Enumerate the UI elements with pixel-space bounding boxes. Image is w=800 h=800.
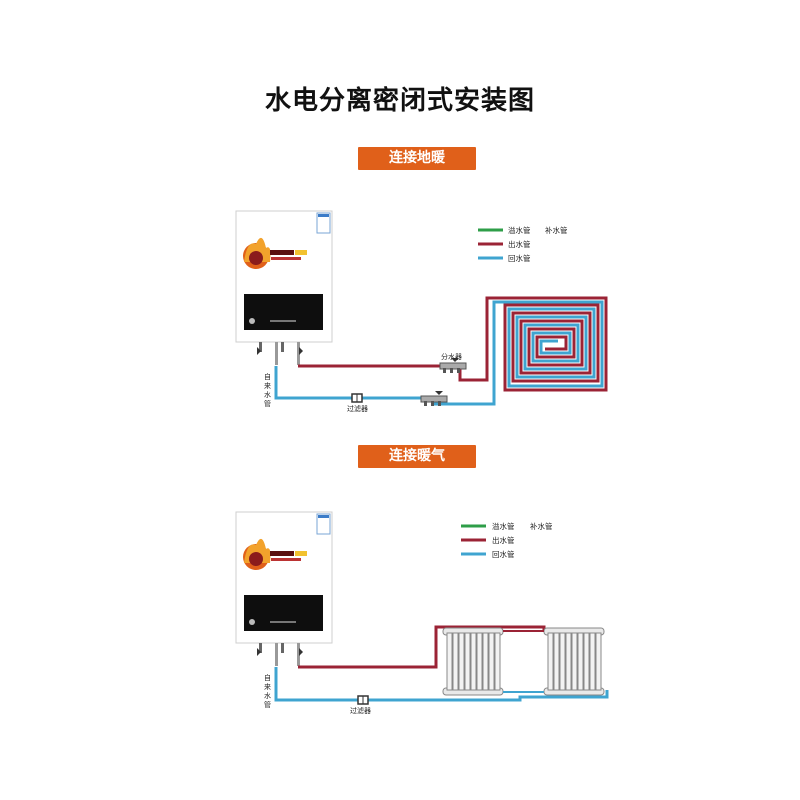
return-pipe-2 bbox=[274, 667, 609, 702]
radiator-diagram: 过滤器 自 来 水 管 溢水管 补水管 出水管 回水管 bbox=[235, 511, 609, 715]
section-label-radiator: 连接暖气 bbox=[358, 445, 476, 468]
legend-overflow: 溢水管 bbox=[508, 225, 531, 235]
filter-label: 过滤器 bbox=[347, 404, 368, 413]
supply-pipe bbox=[298, 296, 608, 392]
page-title: 水电分离密闭式安装图 bbox=[264, 86, 535, 116]
legend-supply: 出水管 bbox=[492, 535, 515, 545]
water-inlet-char-2: 来 bbox=[264, 683, 271, 691]
water-inlet-char-3: 水 bbox=[264, 691, 271, 700]
water-inlet-char-4: 管 bbox=[264, 700, 271, 709]
section-label-floor-heating: 连接地暖 bbox=[358, 147, 476, 170]
legend-makeup: 补水管 bbox=[545, 225, 568, 235]
water-inlet-char-3: 水 bbox=[264, 390, 271, 399]
energy-label-icon bbox=[316, 212, 331, 234]
flame-logo-icon bbox=[243, 237, 271, 269]
radiator-2 bbox=[543, 627, 605, 696]
return-pipe bbox=[274, 300, 604, 406]
legend-supply: 出水管 bbox=[508, 239, 531, 249]
legend-overflow: 溢水管 bbox=[492, 521, 515, 531]
water-inlet-label: 自 来 水 管 bbox=[264, 372, 271, 408]
legend-floor-heating: 溢水管 补水管 出水管 回水管 bbox=[478, 225, 568, 263]
boiler-display-panel bbox=[244, 595, 323, 631]
manifold-label: 分水器 bbox=[441, 352, 462, 361]
floor-heating-diagram: 过滤器 分水器 自 来 水 管 溢水管 补水管 bbox=[235, 210, 608, 413]
manifold-supply-icon bbox=[439, 358, 467, 373]
legend-return: 回水管 bbox=[508, 253, 531, 263]
filter-valve-icon bbox=[357, 695, 369, 705]
water-inlet-char-2: 来 bbox=[264, 382, 271, 390]
radiator-1 bbox=[442, 627, 504, 696]
flame-logo-icon bbox=[243, 538, 271, 570]
boiler-unit bbox=[235, 210, 333, 365]
filter-label: 过滤器 bbox=[350, 706, 371, 715]
boiler-unit-2 bbox=[235, 511, 333, 666]
boiler-display-panel bbox=[244, 294, 323, 330]
manifold-return-icon bbox=[420, 391, 448, 406]
water-inlet-char-1: 自 bbox=[264, 673, 271, 682]
legend-radiator: 溢水管 补水管 出水管 回水管 bbox=[461, 521, 553, 559]
supply-pipe-2 bbox=[298, 625, 546, 669]
legend-makeup: 补水管 bbox=[530, 521, 553, 531]
legend-return: 回水管 bbox=[492, 549, 515, 559]
water-inlet-char-1: 自 bbox=[264, 372, 271, 381]
water-inlet-char-4: 管 bbox=[264, 399, 271, 408]
filter-valve-icon bbox=[351, 393, 363, 403]
energy-label-icon bbox=[316, 513, 331, 535]
water-inlet-label-2: 自 来 水 管 bbox=[264, 673, 271, 709]
